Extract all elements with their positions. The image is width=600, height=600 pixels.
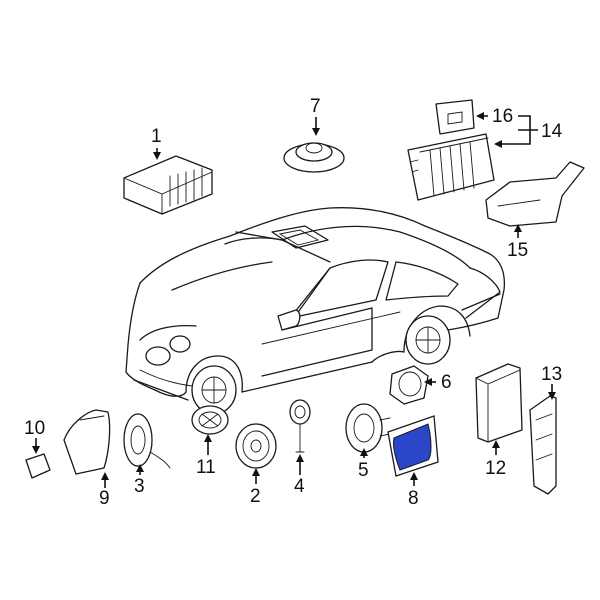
callout-arrows	[32, 112, 556, 488]
callout-12: 12	[485, 458, 506, 479]
callout-13: 13	[541, 364, 562, 385]
callout-5: 5	[358, 460, 369, 481]
part-7-speaker[interactable]	[283, 142, 345, 173]
callout-1: 1	[151, 126, 162, 147]
callout-3: 3	[134, 476, 145, 497]
part-12-module[interactable]	[475, 363, 523, 443]
part-1-module[interactable]	[123, 155, 213, 215]
callout-8: 8	[408, 488, 419, 509]
part-9-speaker-housing[interactable]	[63, 409, 111, 475]
callout-7: 7	[310, 96, 321, 117]
part-10-sensor[interactable]	[25, 453, 51, 479]
part-2-speaker[interactable]	[235, 423, 277, 469]
part-16-module[interactable]	[435, 99, 475, 135]
vehicle-illustration	[125, 207, 506, 415]
callout-4: 4	[294, 476, 305, 497]
callout-14: 14	[541, 121, 563, 142]
part-15-bracket[interactable]	[485, 161, 585, 227]
callout-9: 9	[99, 488, 110, 509]
callout-2: 2	[250, 486, 261, 507]
part-13-bracket[interactable]	[529, 395, 557, 495]
callout-15: 15	[507, 240, 528, 261]
part-4-tweeter[interactable]	[289, 399, 311, 453]
part-5-speaker[interactable]	[345, 403, 391, 453]
callout-16: 16	[492, 106, 513, 127]
callout-6: 6	[441, 372, 452, 393]
part-14-amplifier[interactable]	[407, 133, 495, 201]
callout-labels: 1 2 3 4 5 6 7 8 9 10 11 12 13 14 15 16	[24, 96, 563, 509]
part-6-speaker[interactable]	[389, 365, 429, 405]
callout-11: 11	[196, 457, 216, 478]
part-8-speaker-cover[interactable]	[387, 415, 439, 477]
part-11-tweeter[interactable]	[191, 405, 229, 435]
part-3-speaker[interactable]	[123, 413, 171, 469]
callout-10: 10	[24, 418, 45, 439]
